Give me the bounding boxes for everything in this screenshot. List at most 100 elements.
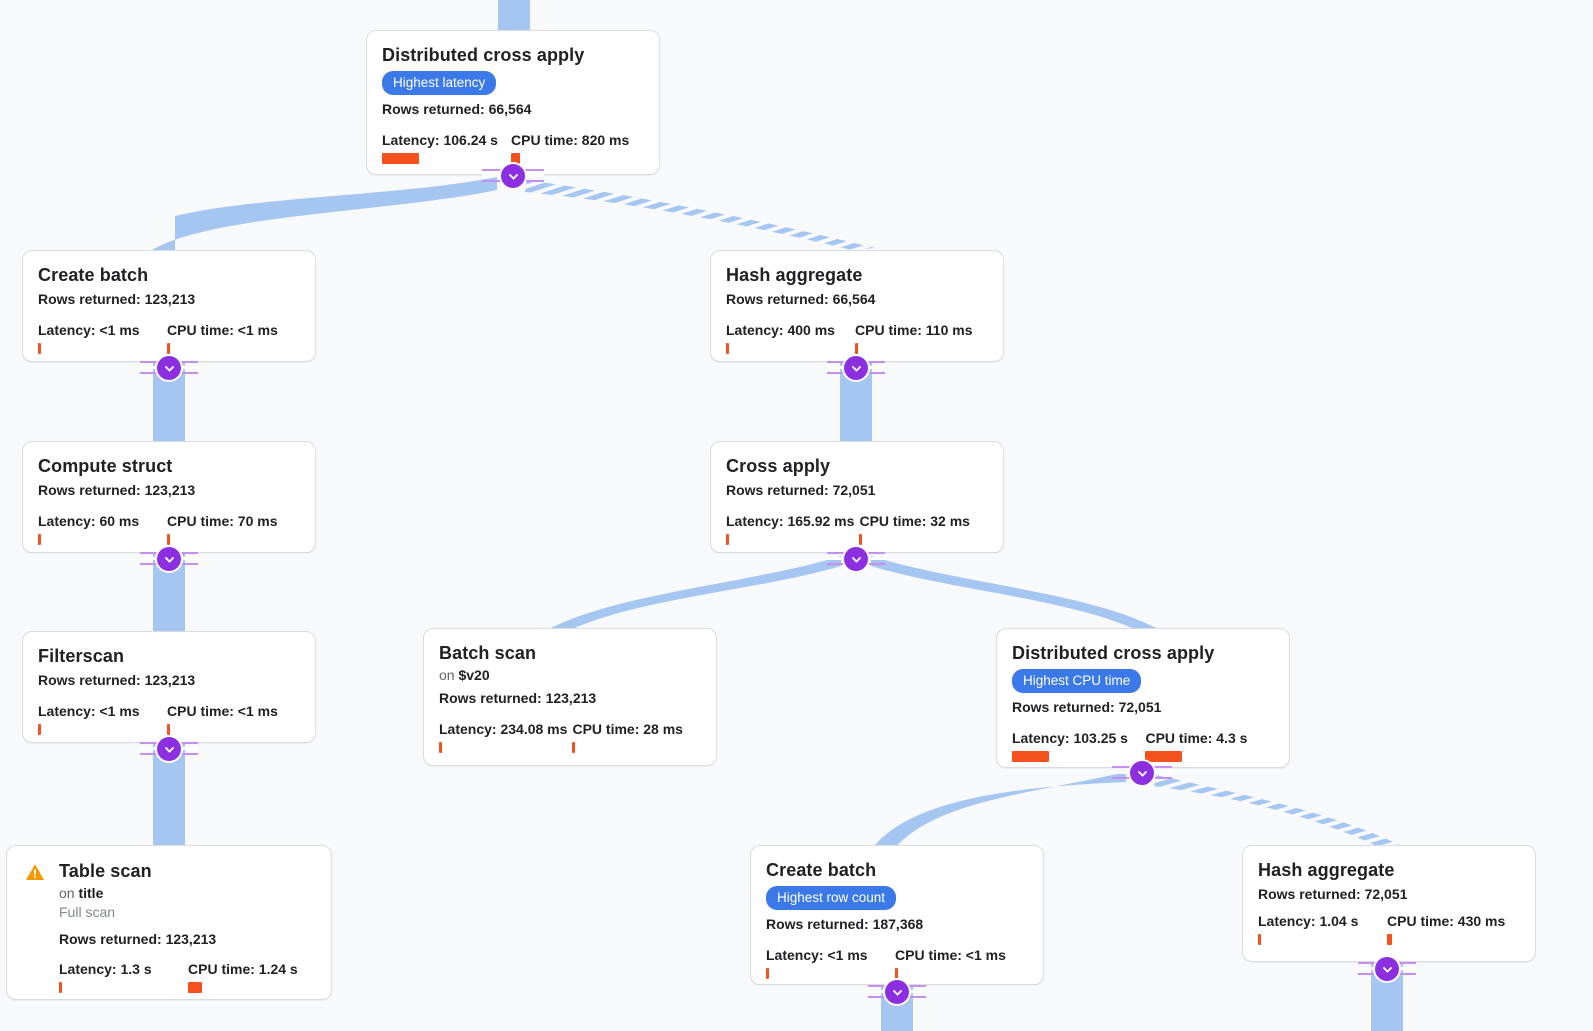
metric-latency: Latency: 106.24 s: [382, 132, 511, 164]
node-title: Distributed cross apply: [382, 45, 585, 65]
node-title: Compute struct: [38, 456, 173, 476]
collapse-toggle-cross-apply[interactable]: [844, 547, 868, 571]
node-metrics: Latency: 60 ms CPU time: 70 ms: [38, 513, 300, 545]
chevron-down-icon: [1137, 770, 1147, 777]
metric-cpu-bar: [511, 153, 520, 164]
metric-latency-bar: [38, 724, 41, 735]
node-metrics: Latency: 1.3 s CPU time: 1.24 s: [59, 961, 317, 993]
node-rows-returned: Rows returned: 123,213: [439, 690, 597, 706]
node-rows-returned: Rows returned: 123,213: [38, 672, 196, 688]
plan-node-compute-struct[interactable]: Compute struct Rows returned: 123,213 La…: [22, 441, 316, 553]
metric-cpu-label: CPU time: <1 ms: [167, 703, 278, 719]
node-rows-returned: Rows returned: 66,564: [382, 101, 532, 117]
metric-latency: Latency: <1 ms: [38, 703, 167, 735]
metric-cpu-label: CPU time: 4.3 s: [1145, 730, 1248, 746]
node-rows-returned: Rows returned: 72,051: [1012, 699, 1162, 715]
chevron-down-icon: [508, 173, 518, 180]
scan-target-name: title: [78, 885, 104, 901]
metric-cpu-label: CPU time: 70 ms: [167, 513, 278, 529]
metric-cpu-label: CPU time: <1 ms: [895, 947, 1006, 963]
metric-cpu-bar: [1145, 751, 1183, 762]
node-metrics: Latency: 103.25 s CPU time: 4.3 s: [1012, 730, 1274, 762]
metric-latency-label: Latency: 400 ms: [726, 322, 835, 338]
metric-latency: Latency: <1 ms: [766, 947, 895, 979]
chevron-down-icon: [164, 746, 174, 753]
metric-latency-label: Latency: 1.04 s: [1258, 913, 1359, 929]
metric-cpu-label: CPU time: 110 ms: [855, 322, 973, 338]
metric-latency-bar: [59, 982, 62, 993]
node-rows-returned: Rows returned: 72,051: [1258, 886, 1408, 902]
node-rows-returned: Rows returned: 72,051: [726, 482, 876, 498]
metric-cpu-label: CPU time: 28 ms: [572, 721, 683, 737]
plan-node-distributed-cross-apply-root[interactable]: Distributed cross apply Highest latency …: [366, 30, 660, 175]
collapse-toggle-distributed-cross-apply-root[interactable]: [501, 164, 525, 188]
collapse-toggle-hash-aggregate-lower[interactable]: [1375, 957, 1399, 981]
plan-node-table-scan[interactable]: Table scan on title Full scan Rows retur…: [6, 845, 332, 1000]
metric-latency: Latency: 103.25 s: [1012, 730, 1145, 762]
metric-cpu-bar: [895, 968, 898, 979]
collapse-toggle-distributed-cross-apply-lower[interactable]: [1130, 761, 1154, 785]
metric-latency: Latency: 1.04 s: [1258, 913, 1387, 945]
plan-node-batch-scan[interactable]: Batch scan on $v20 Rows returned: 123,21…: [423, 628, 717, 766]
chevron-down-icon: [164, 556, 174, 563]
edge-distributed-cross-apply-to-create-batch: [875, 772, 1126, 845]
scan-target-name: $v20: [458, 667, 490, 683]
node-title: Table scan: [59, 861, 152, 881]
status-badge-highest-latency: Highest latency: [382, 71, 497, 95]
metric-cpu-label: CPU time: 1.24 s: [188, 961, 298, 977]
metric-latency-bar: [1012, 751, 1049, 762]
metric-cpu-bar: [188, 982, 202, 993]
edge-cross-apply-to-distributed-cross-apply: [871, 556, 1160, 630]
warning-triangle-icon: [25, 862, 45, 882]
metric-latency: Latency: 60 ms: [38, 513, 167, 545]
edge-cross-apply-to-batch-scan: [547, 556, 841, 630]
metric-latency-bar: [382, 153, 419, 164]
metric-latency: Latency: 400 ms: [726, 322, 855, 354]
node-rows-returned: Rows returned: 123,213: [38, 482, 196, 498]
metric-latency-bar: [726, 343, 729, 354]
metric-cpu-bar: [167, 724, 170, 735]
node-metrics: Latency: <1 ms CPU time: <1 ms: [38, 703, 300, 735]
metric-cpu-time: CPU time: 110 ms: [855, 322, 984, 354]
metric-cpu-bar: [167, 534, 170, 545]
node-metrics: Latency: <1 ms CPU time: <1 ms: [38, 322, 300, 354]
plan-node-create-batch-lower[interactable]: Create batch Highest row count Rows retu…: [750, 845, 1044, 985]
collapse-toggle-filterscan[interactable]: [157, 737, 181, 761]
node-rows-returned: Rows returned: 66,564: [726, 291, 876, 307]
metric-latency-label: Latency: 106.24 s: [382, 132, 498, 148]
metric-latency-bar: [439, 742, 442, 753]
node-scan-target: on title: [59, 884, 317, 903]
collapse-toggle-create-batch-lower[interactable]: [885, 980, 909, 1004]
node-title: Distributed cross apply: [1012, 643, 1215, 663]
metric-cpu-label: CPU time: 32 ms: [859, 513, 970, 529]
collapse-toggle-create-batch-left[interactable]: [157, 356, 181, 380]
plan-node-hash-aggregate-lower[interactable]: Hash aggregate Rows returned: 72,051 Lat…: [1242, 845, 1536, 962]
plan-node-hash-aggregate-upper[interactable]: Hash aggregate Rows returned: 66,564 Lat…: [710, 250, 1004, 362]
metric-latency: Latency: 165.92 ms: [726, 513, 859, 545]
metric-cpu-time: CPU time: <1 ms: [167, 703, 296, 735]
collapse-toggle-hash-aggregate-upper[interactable]: [844, 356, 868, 380]
metric-cpu-time: CPU time: 28 ms: [572, 721, 701, 753]
metric-cpu-time: CPU time: 70 ms: [167, 513, 296, 545]
edge-root-to-hash-aggregate: [525, 180, 875, 250]
status-badge-highest-row-count: Highest row count: [766, 886, 897, 910]
node-metrics: Latency: 165.92 ms CPU time: 32 ms: [726, 513, 988, 545]
metric-cpu-bar: [572, 742, 576, 753]
metric-cpu-bar: [1387, 934, 1392, 945]
metric-latency: Latency: <1 ms: [38, 322, 167, 354]
node-rows-returned: Rows returned: 187,368: [766, 916, 924, 932]
metric-cpu-time: CPU time: 430 ms: [1387, 913, 1516, 945]
metric-latency-label: Latency: 60 ms: [38, 513, 140, 529]
collapse-toggle-compute-struct[interactable]: [157, 547, 181, 571]
metric-cpu-time: CPU time: 4.3 s: [1145, 730, 1274, 762]
node-title: Hash aggregate: [1258, 860, 1395, 880]
on-prefix: on: [59, 885, 79, 901]
plan-node-cross-apply[interactable]: Cross apply Rows returned: 72,051 Latenc…: [710, 441, 1004, 553]
plan-node-create-batch-left[interactable]: Create batch Rows returned: 123,213 Late…: [22, 250, 316, 362]
node-metrics: Latency: 106.24 s CPU time: 820 ms: [382, 132, 644, 164]
node-title: Hash aggregate: [726, 265, 863, 285]
plan-node-distributed-cross-apply-lower[interactable]: Distributed cross apply Highest CPU time…: [996, 628, 1290, 768]
metric-cpu-bar: [855, 343, 858, 354]
plan-node-filterscan[interactable]: Filterscan Rows returned: 123,213 Latenc…: [22, 631, 316, 743]
